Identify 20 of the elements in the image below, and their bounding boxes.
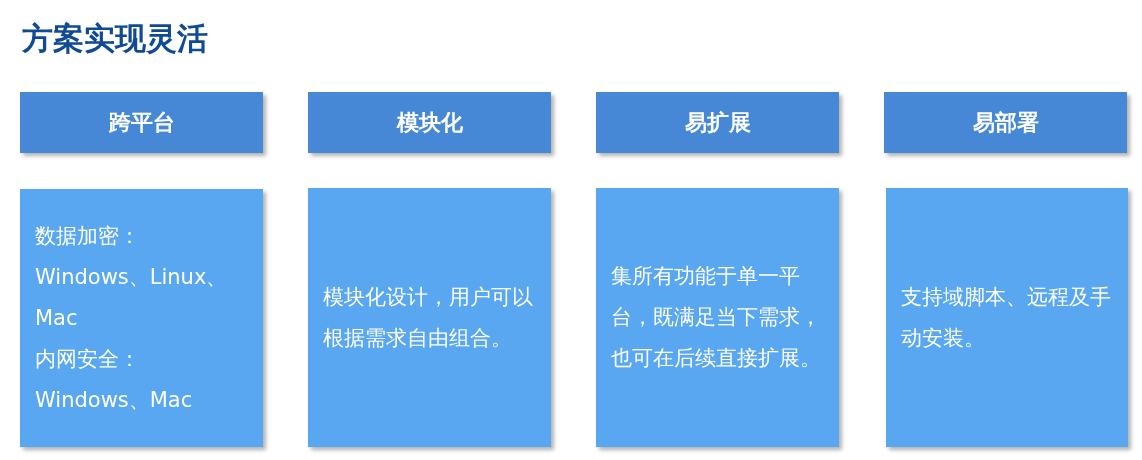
description-panel <box>308 188 551 447</box>
description-text: 数据加密： <box>35 222 140 250</box>
description-text: 支持域脚本、远程及手动安装。 <box>901 283 1112 352</box>
heading-text: 跨平台 <box>108 108 175 137</box>
description-text: Windows、Mac <box>35 386 193 414</box>
description-panel <box>20 189 263 447</box>
description-text: Windows、Linux、Mac <box>35 263 229 332</box>
heading-banner <box>20 92 263 153</box>
description-text: 集所有功能于单一平台，既满足当下需求，也可在后续直接扩展。 <box>611 263 822 372</box>
heading-banner <box>884 92 1127 153</box>
description-panel <box>886 188 1128 447</box>
heading-banner <box>308 92 551 153</box>
heading-banner <box>596 92 839 153</box>
page-title: 方案实现灵活 <box>22 19 208 58</box>
heading-text: 易部署 <box>972 108 1039 137</box>
description-panel <box>596 188 839 447</box>
heading-text: 模块化 <box>396 108 463 137</box>
description-text: 内网安全： <box>35 345 140 373</box>
heading-text: 易扩展 <box>684 108 751 137</box>
description-text: 模块化设计，用户可以根据需求自由组合。 <box>323 283 534 352</box>
